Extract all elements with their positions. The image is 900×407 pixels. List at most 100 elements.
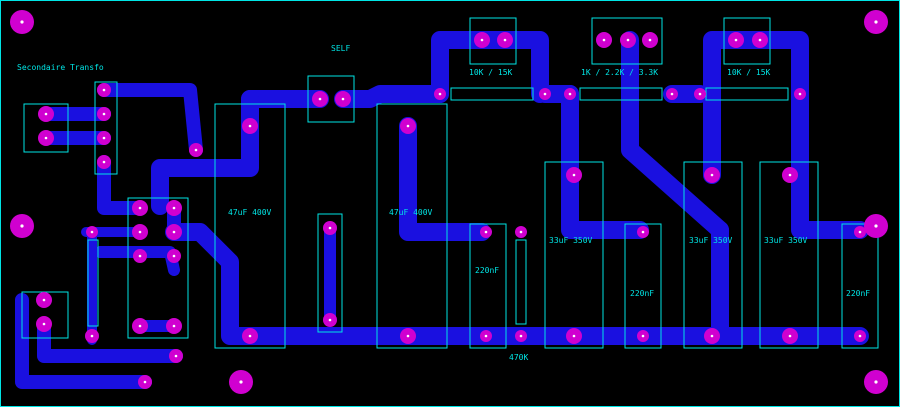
pad-header-1 — [97, 83, 111, 97]
pad-r3-pot-1-drill — [734, 38, 738, 42]
pad-trafo-top-drill — [194, 148, 198, 152]
pad-r2-pot-2 — [620, 32, 636, 48]
pad-filter-2 — [36, 316, 52, 332]
c5-outline — [759, 161, 819, 349]
pad-r2-pot-3 — [642, 32, 658, 48]
pad-mid-res-2 — [323, 313, 337, 327]
pad-f1-top — [480, 226, 492, 238]
pad-c4-minus — [704, 328, 720, 344]
pad-r3-a — [694, 88, 706, 100]
track-trafo-top — [97, 83, 203, 157]
label-c5: 33uF 350V — [764, 236, 808, 245]
pad-left-res-top-drill — [90, 230, 94, 234]
f3-outline — [841, 223, 879, 349]
pad-c4-plus-drill — [710, 173, 714, 177]
pad-f3-top — [854, 226, 866, 238]
pad-self-1-drill — [318, 97, 322, 101]
pad-c2-plus-drill — [406, 124, 410, 128]
mount-hole-tl — [10, 10, 34, 34]
pad-f2-top — [637, 226, 649, 238]
pad-mid-res-2-drill — [328, 318, 332, 322]
pad-trafo-2-drill — [44, 136, 48, 140]
pad-bridge-6-drill — [172, 254, 176, 258]
c3-outline — [544, 161, 604, 349]
pad-header-2 — [97, 107, 111, 121]
pad-c4-plus — [704, 167, 720, 183]
pad-header-2-drill — [102, 112, 106, 116]
pad-r1-pot-1 — [474, 32, 490, 48]
track-c2-out — [399, 117, 491, 241]
pad-c1-minus-drill — [248, 334, 252, 338]
pad-c1-plus — [242, 118, 258, 134]
pad-filter-out — [138, 375, 152, 389]
pad-r2-a-drill — [568, 92, 572, 96]
pad-bridge-7 — [132, 318, 148, 334]
mount-hole-ml — [10, 214, 34, 238]
mount-hole-ml-drill — [20, 224, 24, 228]
pad-bridge-4-drill — [172, 230, 176, 234]
mount-hole-tr — [864, 10, 888, 34]
pad-r1-b-drill — [543, 92, 547, 96]
pad-r1-b — [539, 88, 551, 100]
label-transformer: Secondaire Transfo — [17, 63, 104, 72]
pad-mid-res-1 — [323, 221, 337, 235]
mid-resistor-outline — [317, 213, 343, 333]
pad-r1-pot-2-drill — [503, 38, 507, 42]
pad-r2-b — [666, 88, 678, 100]
pad-c5-minus-drill — [788, 334, 792, 338]
pad-bridge-2-drill — [172, 206, 176, 210]
pad-bleed-bottom — [515, 330, 527, 342]
pad-bridge-1 — [132, 200, 148, 216]
pad-self-1 — [312, 91, 328, 107]
silkscreen — [21, 17, 879, 349]
pad-f2-top-drill — [641, 230, 645, 234]
pad-r1-pot-2 — [497, 32, 513, 48]
pad-header-4-drill — [102, 160, 106, 164]
r1-pot-outline — [469, 17, 517, 65]
label-c2: 47uF 400V — [389, 208, 433, 217]
copper-tracks — [15, 31, 869, 389]
pad-trafo-1 — [38, 106, 54, 122]
pads — [10, 10, 888, 394]
f1-outline — [469, 223, 507, 349]
label-c3: 33uF 350V — [549, 236, 593, 245]
pad-filter-out-drill — [143, 380, 147, 384]
c1-outline — [214, 103, 286, 349]
pad-bridge-4 — [166, 224, 182, 240]
pad-left-res-bottom-drill — [90, 334, 94, 338]
pad-header-3 — [97, 131, 111, 145]
pad-r2-pot-2-drill — [626, 38, 630, 42]
pad-bridge-5 — [133, 249, 147, 263]
pad-c2-minus — [400, 328, 416, 344]
pad-c2-plus — [400, 118, 416, 134]
label-f3: 220nF — [846, 289, 870, 298]
track-self-out — [334, 85, 449, 108]
label-r-top2: 1K / 2.2K / 3.3K — [581, 68, 658, 77]
pad-bridge-8-drill — [172, 324, 176, 328]
pad-filter-1-drill — [42, 298, 46, 302]
mount-hole-tl-drill — [20, 20, 24, 24]
pad-c1-minus — [242, 328, 258, 344]
pad-c1-plus-drill — [248, 124, 252, 128]
pad-r2-pot-1-drill — [602, 38, 606, 42]
r2-body-outline — [579, 87, 663, 101]
mount-hole-mr-drill — [874, 224, 878, 228]
label-r-top3: 10K / 15K — [727, 68, 771, 77]
label-c4: 33uF 350V — [689, 236, 733, 245]
track-r2-diag — [621, 31, 729, 239]
pad-r3-pot-2-drill — [758, 38, 762, 42]
pad-filter-1 — [36, 292, 52, 308]
pad-c3-minus-drill — [572, 334, 576, 338]
filter-connector-outline — [21, 291, 69, 339]
mount-hole-bl — [229, 370, 253, 394]
mount-hole-br — [864, 370, 888, 394]
pad-r3-pot-1 — [728, 32, 744, 48]
pad-f2-bottom-drill — [641, 334, 645, 338]
pad-self-2-drill — [341, 97, 345, 101]
pad-trafo-2 — [38, 130, 54, 146]
pad-r1-a-drill — [438, 92, 442, 96]
pad-trafo-top — [189, 143, 203, 157]
r1-body-outline — [450, 87, 534, 101]
pad-f1-bottom-drill — [484, 334, 488, 338]
